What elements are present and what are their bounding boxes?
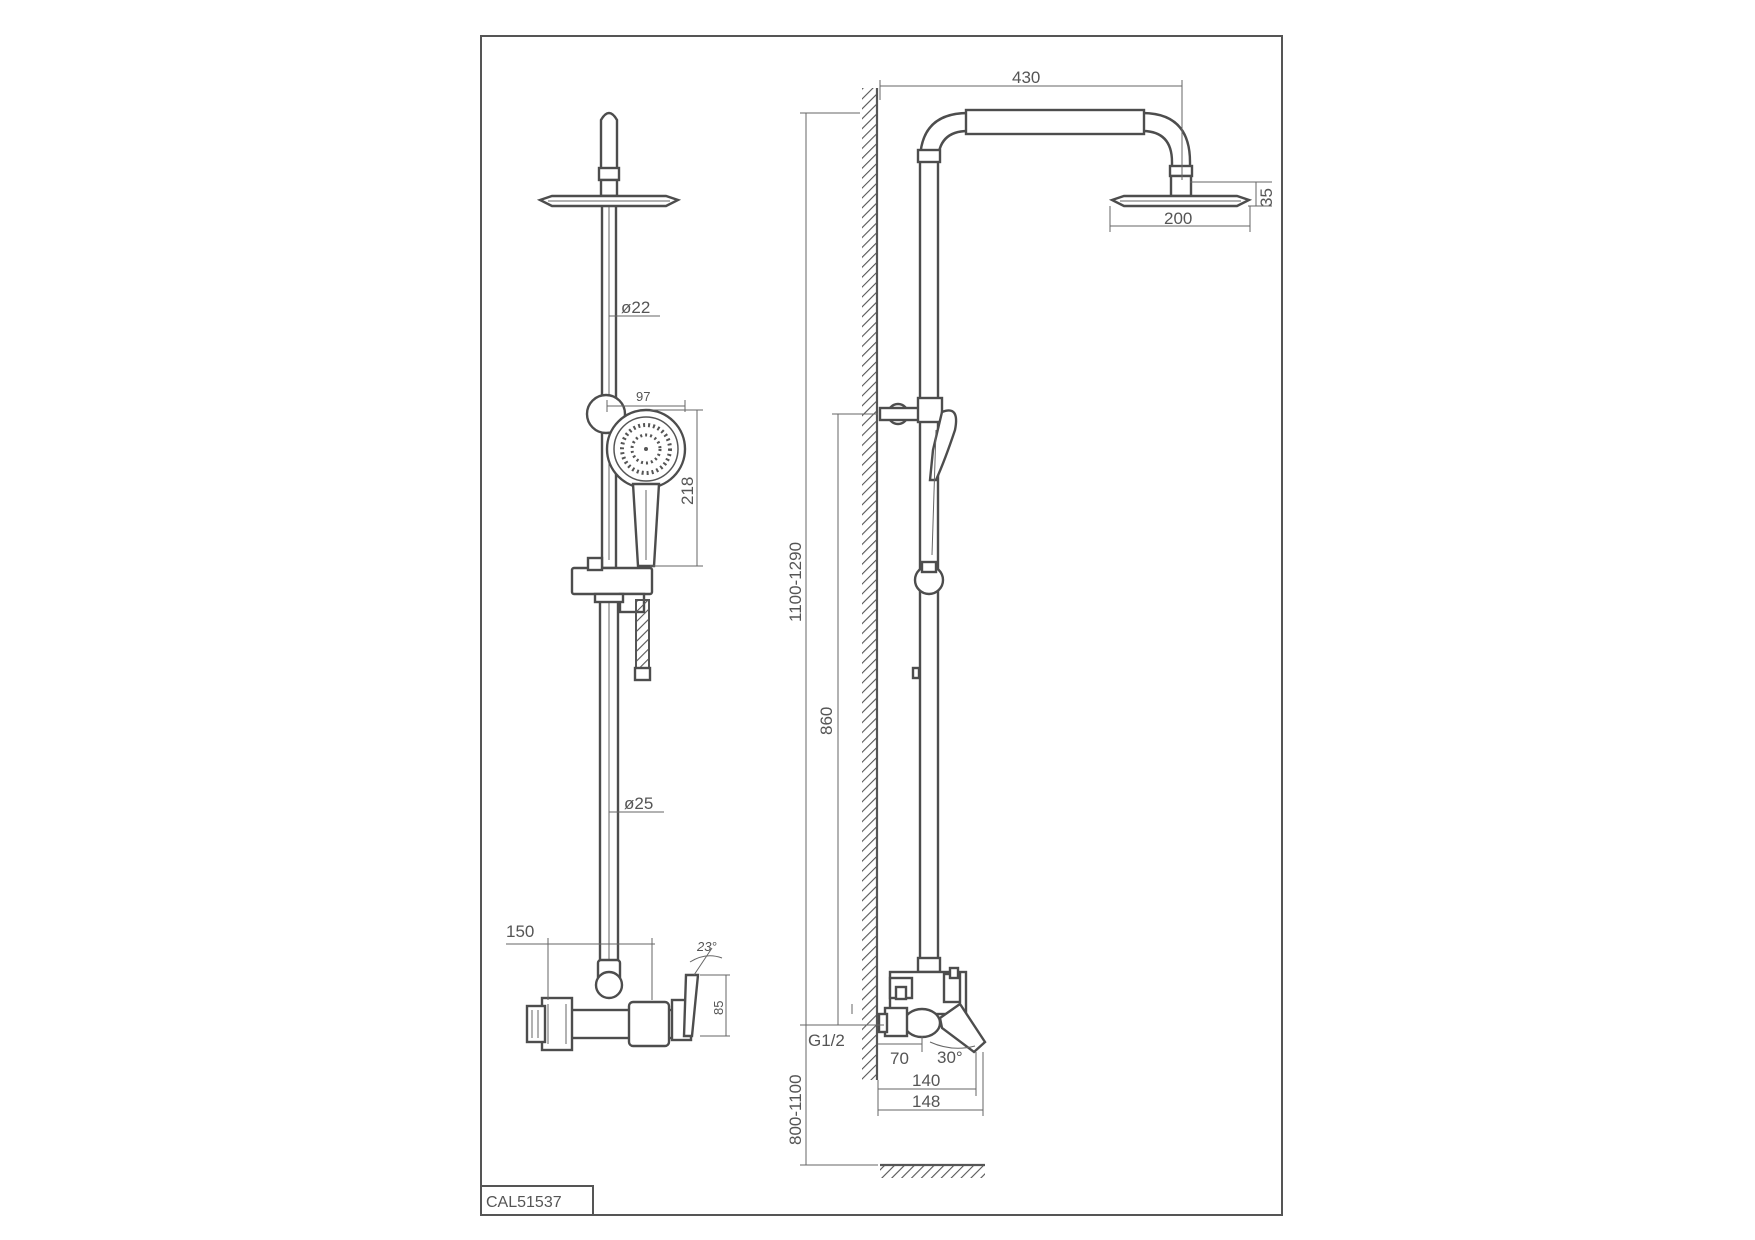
side-spout xyxy=(938,1002,987,1054)
side-holder-height: 860 xyxy=(817,707,836,735)
side-spout-angle: 30° xyxy=(937,1048,963,1067)
side-head-diameter: 200 xyxy=(1164,209,1192,228)
mixer-handle xyxy=(682,973,700,1038)
front-hand-shower-width: 97 xyxy=(636,389,650,404)
side-column-height: 1100-1290 xyxy=(786,542,805,622)
side-hand-shower xyxy=(928,409,958,482)
front-hand-shower-length: 218 xyxy=(678,477,697,505)
front-mixer-width: 150 xyxy=(506,922,534,941)
front-view: ø22 97 218 ø25 xyxy=(506,111,730,1052)
floor-hatch xyxy=(880,1166,985,1178)
wall-hatch xyxy=(862,88,877,1080)
side-view: 430 35 200 xyxy=(786,68,1276,1178)
mixer-left-eccentric xyxy=(540,996,574,1052)
front-handle-height: 85 xyxy=(711,1001,726,1015)
side-mixer-depth-3: 148 xyxy=(912,1092,940,1111)
title-box xyxy=(480,1185,594,1216)
riser-connector xyxy=(597,166,621,182)
front-handle-angle: 23° xyxy=(696,939,717,954)
mixer-right-eccentric xyxy=(627,1000,671,1048)
drawing-code: CAL51537 xyxy=(486,1194,562,1211)
hose xyxy=(635,599,650,671)
column-arm xyxy=(918,111,1192,965)
side-arm-reach: 430 xyxy=(1012,68,1040,87)
side-mixer-depth-1: 70 xyxy=(890,1049,909,1068)
riser-top-cap xyxy=(599,111,619,172)
side-inlet-thread: G1/2 xyxy=(808,1031,845,1050)
front-lower-pipe-diameter: ø25 xyxy=(624,794,653,813)
drawing-frame xyxy=(480,35,1283,1216)
riser-connector-lower xyxy=(599,178,619,198)
side-head-thickness: 35 xyxy=(1257,188,1276,207)
slider-bracket xyxy=(570,566,654,596)
front-upper-pipe-diameter: ø22 xyxy=(621,298,650,317)
side-mounting-height: 800-1100 xyxy=(786,1074,805,1145)
side-mixer-depth-2: 140 xyxy=(912,1071,940,1090)
